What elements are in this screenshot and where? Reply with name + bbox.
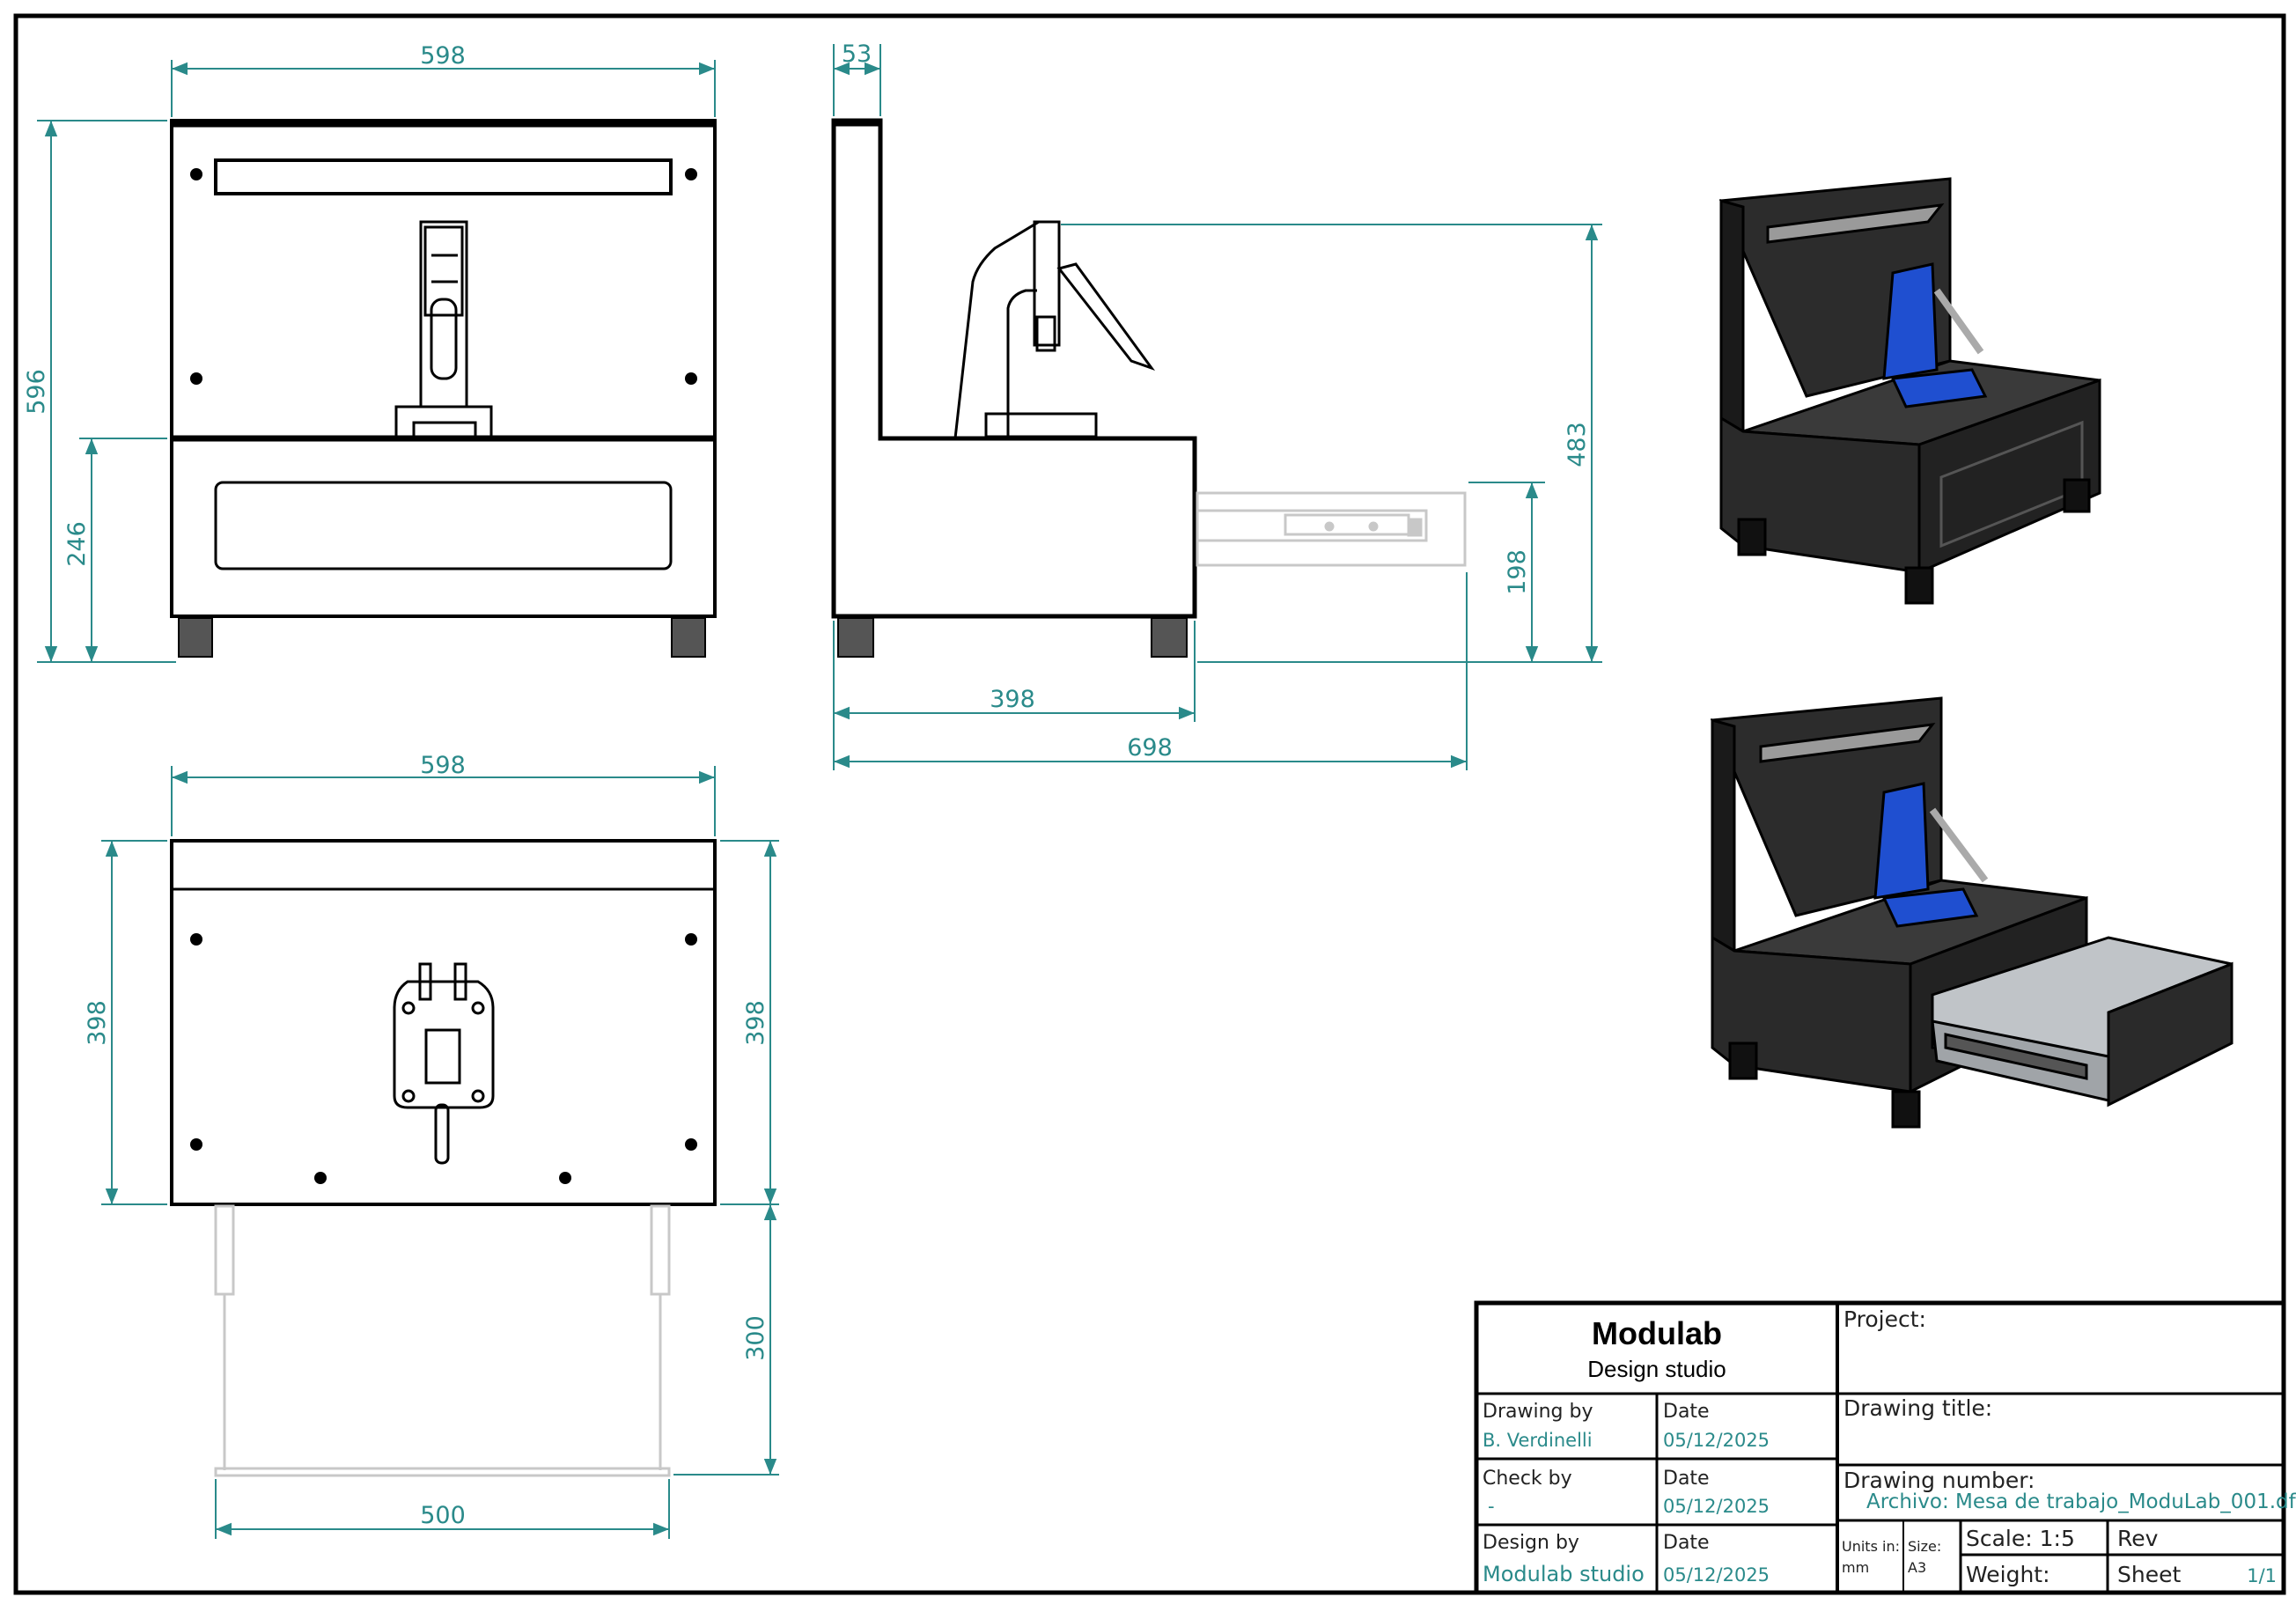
side-dimensions (833, 44, 1602, 770)
drawing-title-label: Drawing title: (1843, 1395, 1992, 1421)
front-feet (178, 617, 706, 658)
date-label-1: Date (1663, 1401, 1710, 1423)
dim-drawer-travel: 300 (742, 1315, 769, 1361)
front-view (170, 119, 717, 658)
check-by-label: Check by (1483, 1468, 1572, 1490)
drawer-slide-ghost (1196, 491, 1467, 567)
size-label: Size: (1908, 1538, 1941, 1555)
dim-top-depth-left: 398 (84, 1000, 111, 1046)
front-slot (214, 158, 673, 195)
toggle-clamp-side (953, 220, 1156, 439)
front-drawer-panel (214, 481, 673, 570)
units-label: Units in: (1842, 1538, 1900, 1555)
date-label-2: Date (1663, 1468, 1710, 1490)
date-value-2: 05/12/2025 (1663, 1496, 1770, 1517)
drawing-by-value: B. Verdinelli (1483, 1430, 1593, 1451)
dim-front-drawer-height: 246 (63, 521, 91, 567)
drawer-ghost-top (214, 1204, 671, 1477)
iso-view-closed (1718, 177, 2101, 605)
sheet-value: 1/1 (2247, 1565, 2277, 1586)
company-subtitle: Design studio (1587, 1356, 1726, 1382)
dim-side-depth-open: 698 (1127, 734, 1173, 762)
dim-front-height: 596 (23, 369, 50, 415)
iso-view-open (1710, 696, 2233, 1129)
design-by-label: Design by (1483, 1532, 1579, 1554)
weight-label: Weight: (1966, 1562, 2050, 1587)
drawing-number-value: Archivo: Mesa de trabajo_ModuLab_001.dft (1866, 1490, 2296, 1513)
check-by-value: - (1488, 1496, 1495, 1517)
drawing-by-label: Drawing by (1483, 1401, 1593, 1423)
sheet-border (13, 13, 2286, 1595)
dim-side-height: 483 (1564, 422, 1591, 467)
side-view (831, 118, 1467, 658)
dim-drawer-width: 500 (420, 1502, 466, 1529)
date-value-3: 05/12/2025 (1663, 1564, 1770, 1586)
dim-top-width: 598 (420, 752, 466, 779)
project-label: Project: (1843, 1306, 1926, 1332)
rev-label: Rev (2117, 1526, 2159, 1551)
dim-side-back-thickness: 53 (842, 40, 872, 68)
top-view (170, 839, 717, 1477)
dim-side-drawer-height: 198 (1504, 549, 1531, 595)
title-block (1474, 1300, 2286, 1595)
drawing-number-label: Drawing number: (1843, 1468, 2035, 1493)
side-feet (837, 617, 1188, 658)
toggle-clamp-front (394, 220, 493, 438)
date-value-1: 05/12/2025 (1663, 1430, 1770, 1451)
toggle-clamp-top (393, 962, 495, 1165)
top-dimensions (101, 766, 779, 1539)
dim-side-depth: 398 (990, 686, 1035, 713)
sheet-label: Sheet (2117, 1562, 2181, 1587)
dim-front-width: 598 (420, 42, 466, 70)
dim-top-depth-right: 398 (742, 1000, 769, 1046)
size-value: A3 (1908, 1559, 1926, 1576)
scale-label: Scale: 1:5 (1966, 1526, 2075, 1551)
front-dimensions (37, 60, 716, 663)
units-value: mm (1842, 1559, 1869, 1576)
company-name: Modulab (1592, 1315, 1722, 1351)
date-label-3: Date (1663, 1532, 1710, 1554)
design-by-value: Modulab studio (1483, 1562, 1645, 1586)
